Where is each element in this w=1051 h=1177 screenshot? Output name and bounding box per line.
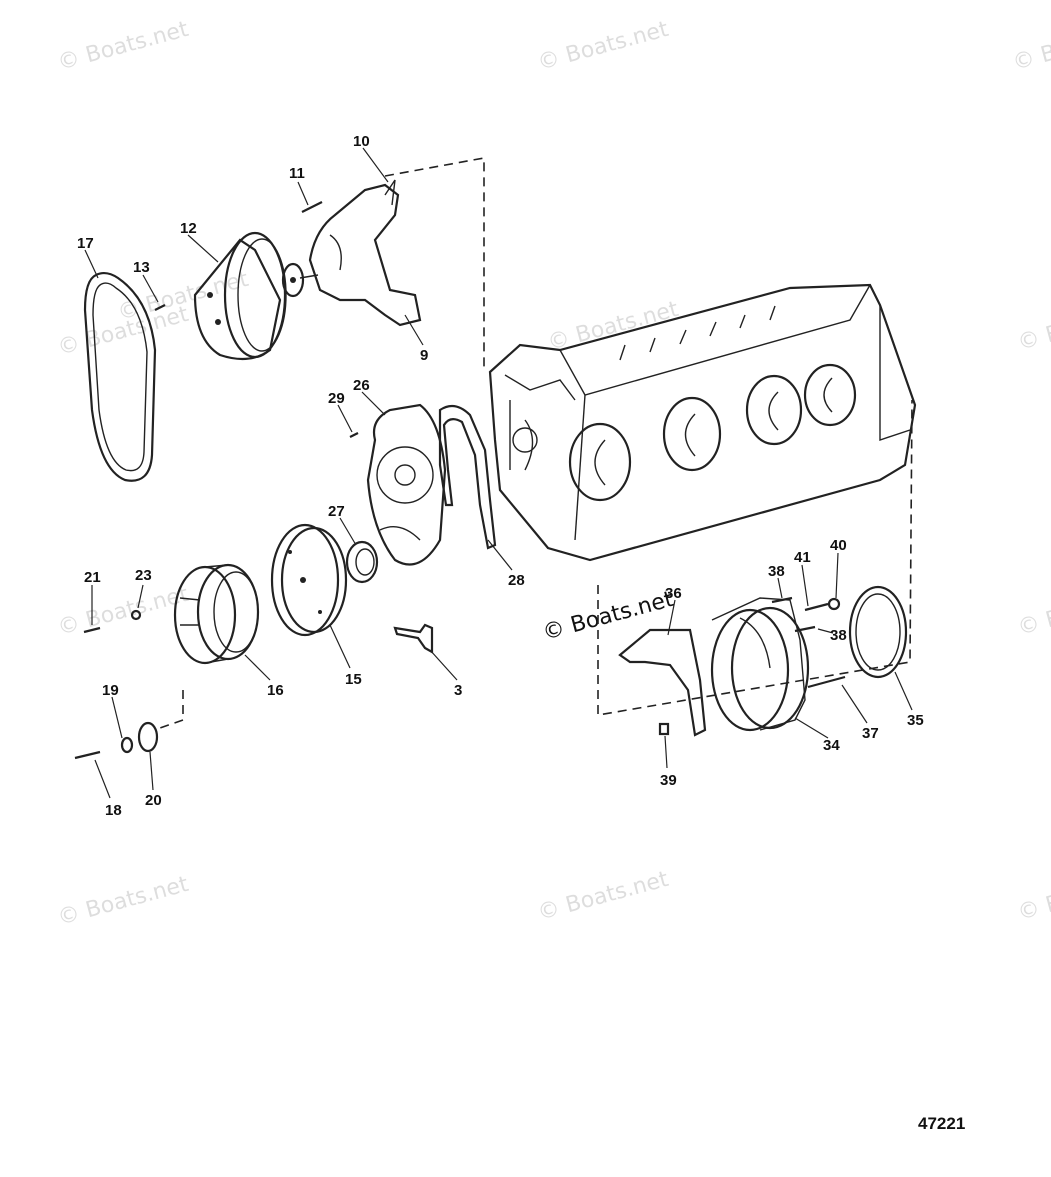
callout-label: 15 — [345, 671, 362, 688]
bracket — [393, 623, 434, 654]
watermark: © Boats.net — [55, 582, 191, 641]
crank-pulley — [270, 523, 348, 637]
callout-label: 17 — [77, 235, 94, 252]
stud-41 — [804, 602, 829, 612]
bolt-13 — [154, 304, 166, 311]
fan-belt — [83, 271, 157, 482]
figure-number: 47221 — [918, 1114, 966, 1133]
washer-20 — [137, 721, 159, 753]
watermark: © Boats.net — [55, 17, 191, 76]
washer-23 — [130, 609, 142, 621]
callout-label: 23 — [135, 567, 152, 584]
water-pump-pulley — [193, 231, 287, 361]
water-pump — [281, 179, 422, 327]
callout-label: 26 — [353, 377, 370, 394]
callout-label: 9 — [420, 347, 428, 364]
callout-label: 40 — [830, 537, 847, 554]
callout-label: 12 — [180, 220, 197, 237]
callout-label: 38 — [830, 627, 847, 644]
callout-label: 19 — [102, 682, 119, 699]
callout-label: 20 — [145, 792, 162, 809]
callout-label: 10 — [353, 133, 370, 150]
dowel-29 — [349, 432, 359, 438]
leader-lines — [84, 147, 913, 799]
washer-19 — [120, 736, 134, 754]
rear-main-seal — [848, 585, 908, 679]
callout-label: 3 — [454, 682, 462, 699]
callout-label: 11 — [289, 165, 305, 182]
watermark: © Boats.net — [1015, 867, 1051, 926]
callout-label: 36 — [665, 585, 682, 602]
bolt-38b — [794, 625, 816, 633]
guide-water-pump — [384, 157, 485, 372]
callout-label: 38 — [768, 563, 785, 580]
watermark: © Boats.net — [1015, 582, 1051, 641]
callout-label: 41 — [794, 549, 811, 566]
dowel-39 — [658, 722, 670, 736]
callout-label: 37 — [862, 725, 879, 742]
cylinder-bore — [662, 396, 722, 472]
watermark-layer: © Boats.net © Boats.net © Boats.net © Bo… — [55, 17, 1051, 931]
cylinder-bore — [803, 363, 857, 427]
watermark: © Boats.net — [55, 872, 191, 931]
callout-label: 13 — [133, 259, 150, 276]
timing-cover-gasket — [438, 404, 497, 550]
engine-block — [488, 283, 917, 562]
timing-cover — [366, 403, 447, 566]
watermark: © Boats.net — [545, 297, 681, 356]
callout-labels: 10 11 17 12 13 9 29 26 27 28 21 23 16 15… — [77, 133, 924, 819]
callout-label: 16 — [267, 682, 284, 699]
cylinder-bore — [745, 374, 803, 446]
guide-damper-bolt — [159, 690, 184, 729]
callout-label: 21 — [84, 569, 101, 586]
callout-label: 39 — [660, 772, 677, 789]
harmonic-balancer — [173, 563, 260, 665]
watermark: © Boats.net — [535, 867, 671, 926]
watermark: © Boats.net — [1015, 297, 1051, 356]
watermark: © Boats.net — [535, 17, 671, 76]
assembly-guides — [159, 157, 913, 729]
watermark: © Boats.net — [540, 587, 676, 646]
front-crank-seal — [345, 540, 379, 584]
bolt-11 — [301, 201, 323, 213]
callout-label: 18 — [105, 802, 122, 819]
guide-rear-housing — [597, 399, 913, 716]
callout-label: 27 — [328, 503, 345, 520]
bolt-18 — [74, 750, 101, 760]
rear-seal-gasket — [618, 628, 707, 737]
fasteners — [74, 201, 846, 760]
bolt-37 — [807, 675, 846, 689]
callout-label: 35 — [907, 712, 924, 729]
callout-label: 28 — [508, 572, 525, 589]
cylinder-bore — [568, 422, 632, 502]
rear-main-seal-housing — [710, 597, 810, 732]
callout-label: 29 — [328, 390, 345, 407]
watermark: © Boats.net — [1010, 17, 1051, 76]
callout-label: 34 — [823, 737, 840, 754]
bolt-21 — [83, 626, 101, 634]
nut-40 — [827, 597, 841, 611]
